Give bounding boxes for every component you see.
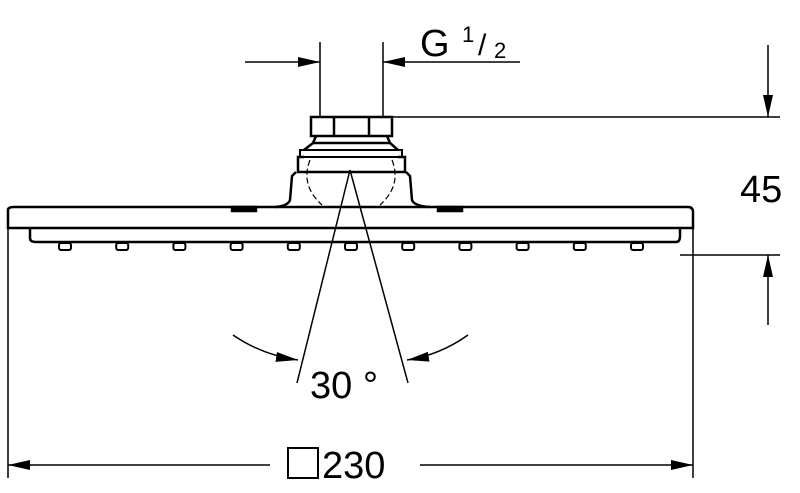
nozzle	[458, 242, 473, 251]
nozzle	[115, 242, 130, 251]
nozzle	[572, 242, 587, 251]
angle-dimension-label: 30 °	[310, 365, 378, 407]
square-symbol-icon	[287, 447, 319, 479]
connector-body	[274, 115, 431, 209]
nozzle	[515, 242, 530, 251]
inlet-pipe	[319, 42, 384, 117]
thread-slash: /	[478, 29, 487, 62]
nozzle	[172, 242, 187, 251]
shower-plate	[6, 205, 695, 244]
thread-denominator: 2	[494, 38, 506, 63]
width-dimension-label: 230	[322, 445, 385, 487]
nozzle	[630, 242, 644, 251]
nozzle-row	[58, 242, 644, 251]
height-dimension-label: 45	[740, 169, 782, 211]
nozzle	[344, 242, 358, 251]
nozzle	[229, 242, 244, 251]
nozzle	[401, 242, 416, 251]
thread-label: G 1 / 2	[420, 22, 506, 65]
thread-numerator: 1	[462, 22, 474, 47]
spray-angle-lines	[232, 169, 469, 384]
nozzle	[286, 242, 301, 251]
thread-letter: G	[420, 23, 450, 65]
nozzle	[58, 242, 72, 251]
